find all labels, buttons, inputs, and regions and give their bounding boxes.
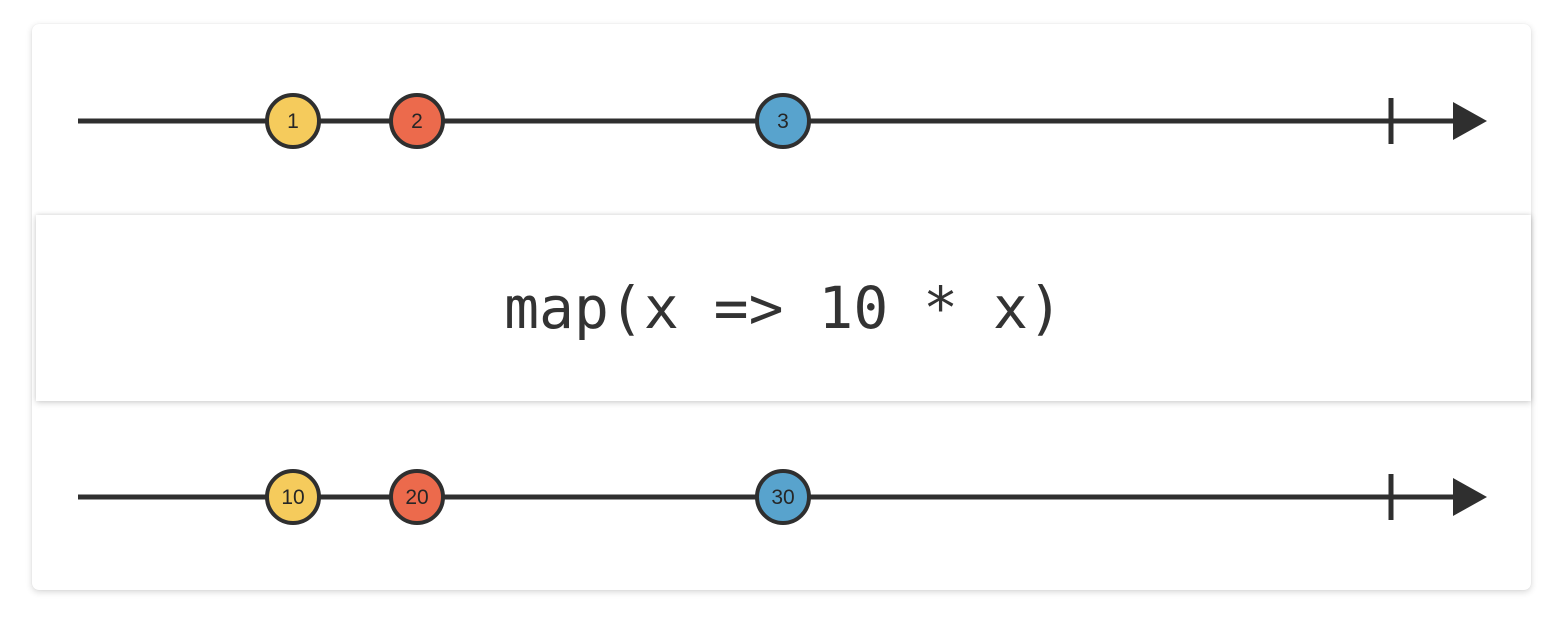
marble[interactable]: 3	[755, 93, 811, 149]
source-timeline: 1 2 3	[32, 61, 1531, 181]
operator-panel: map(x => 10 * x)	[36, 215, 1531, 401]
marble[interactable]: 10	[265, 469, 321, 525]
axis-arrowhead	[1453, 478, 1487, 516]
axis-arrowhead	[1453, 102, 1487, 140]
output-timeline: 10 20 30	[32, 437, 1531, 557]
marble[interactable]: 1	[265, 93, 321, 149]
marble[interactable]: 20	[389, 469, 445, 525]
marble[interactable]: 2	[389, 93, 445, 149]
marble[interactable]: 30	[755, 469, 811, 525]
operator-label: map(x => 10 * x)	[504, 274, 1063, 342]
marble-diagram-card: 1 2 3 map(x => 10 * x) 10 20 30	[32, 24, 1531, 590]
